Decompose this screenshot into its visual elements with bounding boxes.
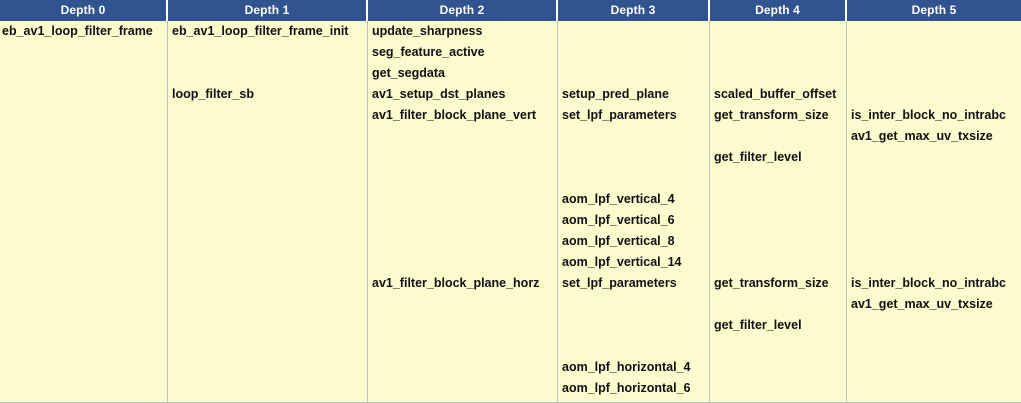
column-header-depth0[interactable]: Depth 0: [0, 0, 166, 21]
cell-depth5[interactable]: av1_get_max_uv_txsize: [851, 129, 993, 143]
cell-depth3[interactable]: aom_lpf_vertical_14: [562, 255, 682, 269]
cell-depth2[interactable]: av1_setup_dst_planes: [372, 87, 506, 101]
cell-depth2[interactable]: seg_feature_active: [372, 45, 485, 59]
cell-depth2[interactable]: av1_filter_block_plane_vert: [372, 108, 536, 122]
cell-depth3[interactable]: aom_lpf_vertical_8: [562, 234, 675, 248]
cell-depth3[interactable]: aom_lpf_horizontal_4: [562, 360, 691, 374]
column-divider: [367, 21, 368, 403]
cell-depth3[interactable]: aom_lpf_vertical_4: [562, 192, 675, 206]
column-header-depth5[interactable]: Depth 5: [847, 0, 1021, 21]
cell-depth3[interactable]: set_lpf_parameters: [562, 108, 677, 122]
column-header-depth4[interactable]: Depth 4: [710, 0, 845, 21]
cell-depth2[interactable]: av1_filter_block_plane_horz: [372, 276, 540, 290]
cell-depth4[interactable]: get_filter_level: [714, 318, 802, 332]
cell-depth4[interactable]: get_transform_size: [714, 108, 829, 122]
cell-depth4[interactable]: get_filter_level: [714, 150, 802, 164]
cell-depth1[interactable]: loop_filter_sb: [172, 87, 254, 101]
cell-depth5[interactable]: is_inter_block_no_intrabc: [851, 108, 1006, 122]
column-header-depth1[interactable]: Depth 1: [168, 0, 366, 21]
cell-depth4[interactable]: get_transform_size: [714, 276, 829, 290]
column-header-depth3[interactable]: Depth 3: [558, 0, 708, 21]
cell-depth0[interactable]: eb_av1_loop_filter_frame: [2, 24, 153, 38]
cell-depth2[interactable]: get_segdata: [372, 66, 445, 80]
column-divider: [557, 21, 558, 403]
cell-depth2[interactable]: update_sharpness: [372, 24, 483, 38]
cell-depth3[interactable]: set_lpf_parameters: [562, 276, 677, 290]
cell-depth5[interactable]: is_inter_block_no_intrabc: [851, 276, 1006, 290]
cell-depth3[interactable]: setup_pred_plane: [562, 87, 669, 101]
cell-depth3[interactable]: aom_lpf_horizontal_6: [562, 381, 691, 395]
cell-depth1[interactable]: eb_av1_loop_filter_frame_init: [172, 24, 349, 38]
column-divider: [167, 21, 168, 403]
cell-depth3[interactable]: aom_lpf_vertical_6: [562, 213, 675, 227]
cell-depth3[interactable]: aom_lpf_horizontal_8: [558, 399, 708, 403]
column-header-depth2[interactable]: Depth 2: [368, 0, 556, 21]
column-divider: [709, 21, 710, 403]
cell-depth5[interactable]: av1_get_max_uv_txsize: [851, 297, 993, 311]
column-divider: [846, 21, 847, 403]
table-body: eb_av1_loop_filter_frame eb_av1_loop_filt…: [0, 21, 1021, 403]
cell-depth4[interactable]: scaled_buffer_offset: [714, 87, 837, 101]
